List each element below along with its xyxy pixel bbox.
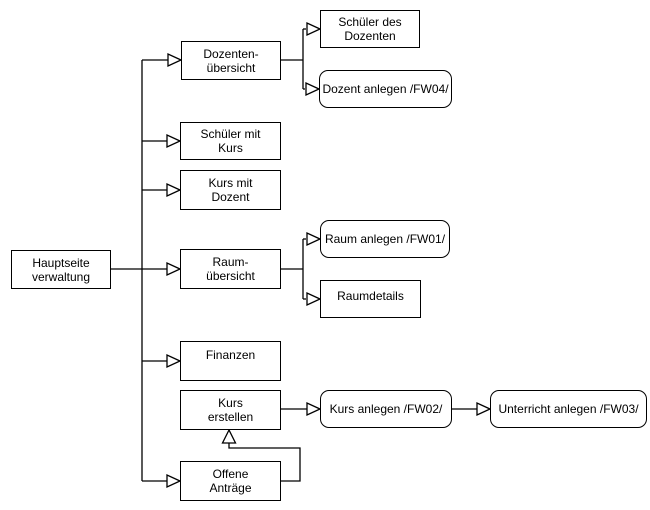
arrowhead-raum-uebersicht bbox=[166, 261, 182, 277]
arrowhead-dozenten-uebersicht bbox=[167, 52, 183, 68]
arrowhead-finanzen bbox=[166, 353, 182, 369]
arrowhead-raum-anlegen bbox=[306, 231, 322, 247]
node-finanzen: Finanzen bbox=[180, 341, 281, 381]
node-kurs-erstellen: Kurs erstellen bbox=[180, 390, 281, 430]
arrowhead-schueler-mit-kurs bbox=[166, 133, 182, 149]
node-kurs-anlegen-fw02: Kurs anlegen /FW02/ bbox=[320, 390, 452, 428]
edge-raum-fanout bbox=[281, 238, 306, 300]
node-raum-anlegen-fw01: Raum anlegen /FW01/ bbox=[320, 220, 450, 258]
node-dozenten-uebersicht: Dozenten- übersicht bbox=[181, 41, 281, 80]
node-schueler-mit-kurs: Schüler mit Kurs bbox=[180, 122, 281, 160]
edge-dozenten-fanout bbox=[281, 28, 306, 90]
node-raumdetails: Raumdetails bbox=[320, 280, 421, 318]
edge-trunk bbox=[111, 59, 168, 482]
arrowhead-kurs-erstellen-up bbox=[221, 428, 237, 444]
arrowhead-kurs-anlegen bbox=[306, 401, 322, 417]
node-schueler-des-dozenten: Schüler des Dozenten bbox=[320, 10, 420, 48]
arrowhead-raumdetails bbox=[306, 291, 322, 307]
arrowhead-offene-antraege bbox=[166, 473, 182, 489]
node-unterricht-anlegen-fw03: Unterricht anlegen /FW03/ bbox=[490, 390, 647, 428]
node-raum-uebersicht: Raum- übersicht bbox=[180, 249, 281, 289]
edge-offene-to-kurs-erstellen bbox=[228, 443, 301, 482]
arrowhead-kurs-mit-dozent bbox=[166, 182, 182, 198]
node-offene-antraege: Offene Anträge bbox=[180, 461, 281, 501]
node-hauptseite-verwaltung: Hauptseite verwaltung bbox=[11, 250, 111, 289]
arrowhead-schueler-des-dozenten bbox=[306, 21, 322, 37]
node-dozent-anlegen-fw04: Dozent anlegen /FW04/ bbox=[319, 70, 452, 108]
arrowhead-unterricht-anlegen bbox=[476, 401, 492, 417]
arrowhead-dozent-anlegen bbox=[305, 81, 321, 97]
node-kurs-mit-dozent: Kurs mit Dozent bbox=[180, 170, 281, 210]
